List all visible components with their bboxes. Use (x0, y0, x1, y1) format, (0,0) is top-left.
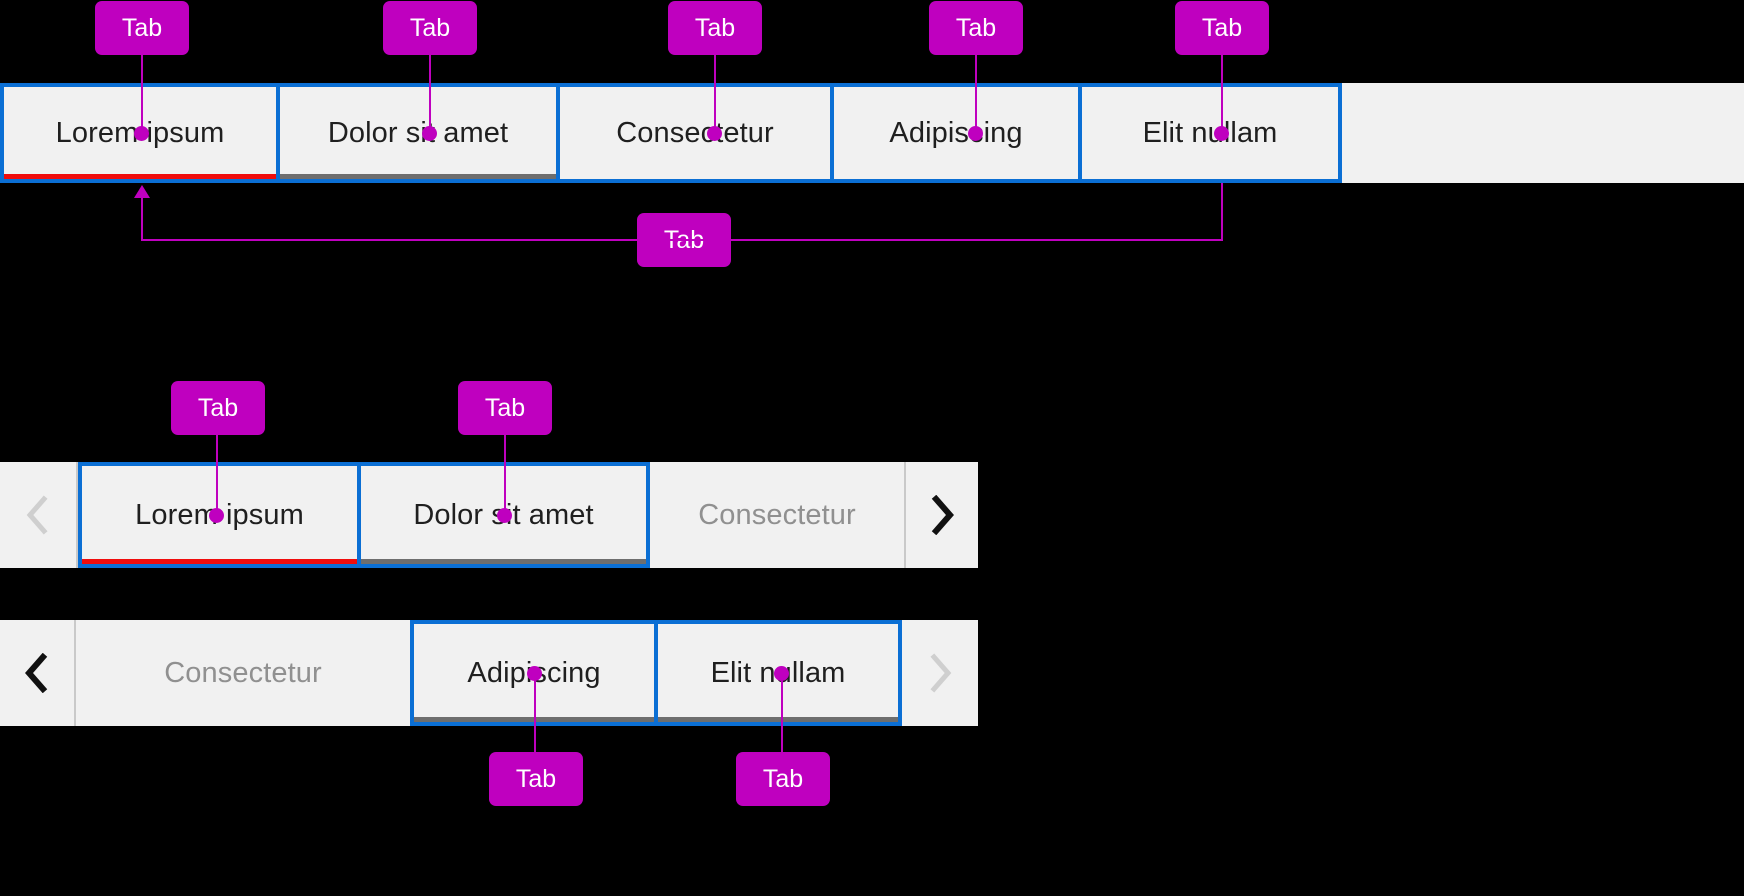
tab-consectetur[interactable]: Consectetur (560, 87, 830, 179)
callout-label: Tab (762, 764, 804, 793)
scrollable-tabstrip-end: Consectetur Adipiscing Elit nullam (0, 620, 978, 726)
tab-elit-nullam[interactable]: Elit nullam (658, 624, 898, 722)
full-width-tabstrip: Lorem ipsum Dolor sit amet Consectetur A… (0, 83, 1744, 183)
callout-tag: Tab (458, 381, 552, 435)
callout-tag: Tab (95, 1, 189, 55)
scroll-left-button[interactable] (0, 620, 74, 726)
scrollable-tabstrip-start: Lorem ipsum Dolor sit amet Consectetur (0, 462, 978, 568)
tab-label: Elit nullam (710, 656, 846, 689)
tab-selected-indicator (81, 559, 357, 564)
tab-label: Adipiscing (467, 656, 601, 689)
callout-arrow-head (134, 185, 150, 198)
tabstrip-focus-ring: Adipiscing Elit nullam (410, 620, 902, 726)
callout-label: Tab (663, 225, 705, 254)
callout-tag: Tab (668, 1, 762, 55)
tab-hover-indicator (414, 717, 654, 722)
tab-separator (654, 624, 658, 722)
tab-label: Elit nullam (1142, 116, 1278, 149)
tab-dolor-sit-amet[interactable]: Dolor sit amet (360, 466, 646, 564)
tab-dolor-sit-amet[interactable]: Dolor sit amet (280, 87, 556, 179)
chevron-right-icon (930, 653, 952, 693)
scroll-right-button[interactable] (902, 620, 978, 726)
tabstrip-trailing-space (1342, 83, 1744, 183)
tab-hover-indicator (280, 174, 556, 179)
callout-tag: Tab (171, 381, 265, 435)
callout-label: Tab (515, 764, 557, 793)
tab-label: Lorem ipsum (55, 116, 225, 149)
chevron-left-icon (25, 653, 48, 693)
callout-tag: Tab (736, 752, 830, 806)
callout-label: Tab (694, 13, 736, 42)
tab-lorem-ipsum[interactable]: Lorem ipsum (4, 87, 276, 179)
tab-separator (1078, 87, 1082, 179)
callout-label: Tab (409, 13, 451, 42)
callout-tag: Tab (383, 1, 477, 55)
scroll-button-divider (904, 462, 906, 568)
scroll-right-button[interactable] (905, 462, 978, 568)
tab-consectetur[interactable]: Consectetur (76, 620, 410, 726)
callout-leader-line (141, 196, 143, 240)
tab-lorem-ipsum[interactable]: Lorem ipsum (81, 466, 357, 564)
callout-tag: Tab (637, 213, 731, 267)
tab-label: Lorem ipsum (135, 498, 304, 531)
chevron-right-icon (931, 495, 954, 535)
tab-consectetur[interactable]: Consectetur (650, 462, 904, 568)
tab-hover-indicator (658, 717, 898, 722)
chevron-left-icon (26, 495, 48, 535)
tabstrip-focus-ring: Lorem ipsum Dolor sit amet Consectetur A… (0, 83, 1342, 183)
scroll-left-button[interactable] (0, 462, 76, 568)
tab-separator (276, 87, 280, 179)
callout-leader-line (1221, 183, 1223, 240)
callout-leader-line (141, 239, 1223, 241)
tab-selected-indicator (4, 174, 276, 179)
callout-label: Tab (484, 393, 526, 422)
callout-tag: Tab (489, 752, 583, 806)
tab-separator (356, 466, 361, 564)
tab-adipiscing[interactable]: Adipiscing (834, 87, 1078, 179)
tab-separator (830, 87, 834, 179)
tab-adipiscing[interactable]: Adipiscing (414, 624, 654, 722)
callout-label: Tab (197, 393, 239, 422)
tab-label: Consectetur (616, 116, 774, 149)
tabstrip-focus-ring: Lorem ipsum Dolor sit amet (77, 462, 650, 568)
scroll-button-divider (74, 620, 76, 726)
callout-tag: Tab (1175, 1, 1269, 55)
tab-label: Consectetur (164, 656, 322, 689)
tab-hover-indicator (360, 559, 646, 564)
tab-separator (556, 87, 560, 179)
callout-label: Tab (955, 13, 997, 42)
callout-label: Tab (121, 13, 163, 42)
scroll-button-divider (76, 462, 78, 568)
tab-label: Dolor sit amet (413, 498, 594, 531)
tab-label: Dolor sit amet (327, 116, 509, 149)
tab-label: Consectetur (698, 498, 856, 531)
callout-label: Tab (1201, 13, 1243, 42)
callout-tag: Tab (929, 1, 1023, 55)
tab-label: Adipiscing (889, 116, 1023, 149)
tab-elit-nullam[interactable]: Elit nullam (1082, 87, 1338, 179)
